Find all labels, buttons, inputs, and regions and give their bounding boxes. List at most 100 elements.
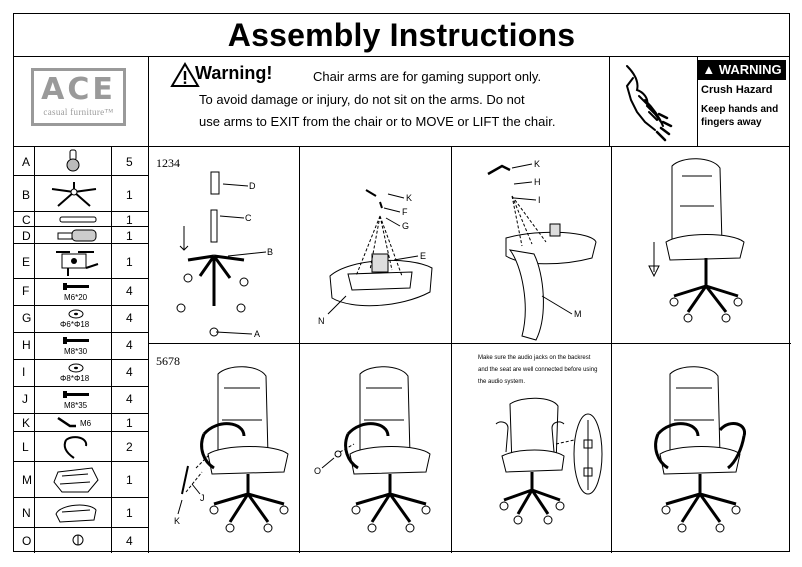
step-group-label: 5678 [156, 354, 180, 368]
part-qty: 5 [126, 155, 133, 169]
parts-list: A 5 B 1 C 1 D 1 E 1 F M6*20 4 [14, 146, 149, 553]
part-row-o: O 4 [14, 528, 148, 553]
part-letter: J [22, 392, 28, 406]
finished-chair-diagram [654, 366, 747, 533]
part-row-g: G Φ6*Φ18 4 [14, 306, 148, 333]
hand-crush-icon [625, 65, 673, 142]
header-row: ACE casual furniture™ Warning! Chair arm… [14, 56, 789, 147]
part-letter: I [22, 365, 26, 379]
bolt-icon [63, 391, 89, 398]
hand-hazard-cell [609, 56, 698, 146]
warning-badge-label: WARNING [718, 62, 782, 77]
part-row-i: I Φ8*Φ18 4 [14, 360, 148, 387]
washer-icon [68, 309, 84, 319]
part-spec: Φ6*Φ18 [60, 320, 90, 329]
part-qty: 4 [126, 311, 133, 325]
part-row-f: F M6*20 4 [14, 279, 148, 306]
caster-wheel-icon [66, 149, 80, 172]
part-spec: Φ8*Φ18 [60, 374, 90, 383]
chair-lower-diagram [648, 158, 745, 323]
callout-f: F [402, 207, 408, 217]
part-spec: M6*20 [64, 293, 88, 302]
callout-k: K [406, 193, 412, 203]
warning-line-2: To avoid damage or injury, do not sit on… [199, 92, 525, 107]
part-row-n: N 1 [14, 498, 148, 528]
part-row-l: L 2 [14, 432, 148, 462]
washer-icon [68, 363, 84, 373]
part-qty: 4 [126, 284, 133, 298]
step-5-panel: 5678 J K [148, 344, 300, 553]
callout-j: J [200, 493, 205, 503]
part-row-h: H M8*30 4 [14, 333, 148, 360]
part-letter: G [22, 311, 32, 325]
gas-lift-cover-icon [59, 216, 97, 223]
callout-m: M [574, 309, 582, 319]
part-letter: D [22, 229, 31, 243]
callout-k: K [174, 516, 180, 526]
instruction-sheet: Assembly Instructions ACE casual furnitu… [13, 13, 791, 553]
part-row-b: B 1 [14, 176, 148, 212]
part-qty: 2 [126, 440, 133, 454]
warning-panel: Warning! Chair arms are for gaming suppo… [148, 56, 610, 146]
callout-b: B [267, 247, 273, 257]
part-spec: M6 [80, 419, 92, 428]
warning-heading: Warning! [195, 63, 273, 83]
step-2-panel: K F G E N [300, 146, 452, 344]
seat-mechanism-diagram: K F G E N [318, 189, 433, 326]
callout-k: K [534, 159, 540, 169]
step-4-panel [612, 146, 791, 344]
hazard-text-2: fingers away [701, 117, 762, 128]
step-group-label: 1234 [156, 156, 180, 170]
hazard-panel: ▲ WARNING Crush Hazard Keep hands and fi… [609, 56, 791, 146]
allen-key-icon [57, 416, 76, 428]
part-letter: M [22, 473, 32, 487]
part-qty: 1 [126, 188, 133, 202]
armrest-icon [63, 436, 88, 459]
base-assembly-diagram: D C B A [176, 171, 273, 339]
warning-line-3: use arms to EXIT from the chair or to MO… [199, 114, 556, 129]
cap-icon [72, 534, 84, 546]
gas-cylinder-icon [57, 229, 97, 242]
callout-g: G [402, 221, 409, 231]
part-spec: M8*35 [64, 401, 88, 410]
part-letter: N [22, 506, 31, 520]
page-title: Assembly Instructions [14, 14, 789, 57]
callout-i: I [538, 195, 541, 205]
armrest-attach-diagram: J K [174, 366, 289, 533]
callout-n: N [318, 316, 325, 326]
seat-cushion-icon [55, 504, 97, 523]
part-qty: 4 [126, 365, 133, 379]
cap-attach-diagram: O [314, 366, 431, 533]
part-letter: L [22, 440, 29, 454]
seat-mechanism-icon [56, 251, 99, 276]
warning-badge: ▲ WARNING [698, 60, 786, 80]
callout-a: A [254, 329, 260, 339]
audio-jack-diagram [495, 397, 603, 525]
part-letter: E [22, 255, 31, 269]
part-row-e: E 1 [14, 244, 148, 279]
parts-divider [111, 146, 112, 553]
hazard-text-1: Keep hands and [701, 104, 779, 115]
part-qty: 1 [126, 229, 133, 243]
callout-d: D [249, 181, 256, 191]
part-qty: 1 [126, 255, 133, 269]
step-3-panel: K H I M [452, 146, 612, 344]
part-letter: C [22, 213, 31, 227]
backrest-icon [53, 467, 99, 493]
warning-triangle-icon [170, 62, 200, 87]
part-letter: H [22, 338, 31, 352]
backrest-attach-diagram: K H I M [487, 159, 597, 341]
steps-grid: 1234 D C B A [148, 146, 791, 553]
step-1-panel: 1234 D C B A [148, 146, 300, 344]
part-letter: F [22, 284, 30, 298]
part-letter: K [22, 416, 31, 430]
warning-line-1: Chair arms are for gaming support only. [313, 69, 542, 84]
part-qty: 1 [126, 473, 133, 487]
audio-jack-note: Make sure the audio jacks on the backres… [478, 355, 598, 385]
hazard-instruction: Keep hands and fingers away [701, 103, 778, 129]
step-8-panel [612, 344, 791, 553]
part-qty: 1 [126, 506, 133, 520]
step-6-panel: O [300, 344, 452, 553]
part-qty: 4 [126, 392, 133, 406]
callout-e: E [420, 251, 426, 261]
